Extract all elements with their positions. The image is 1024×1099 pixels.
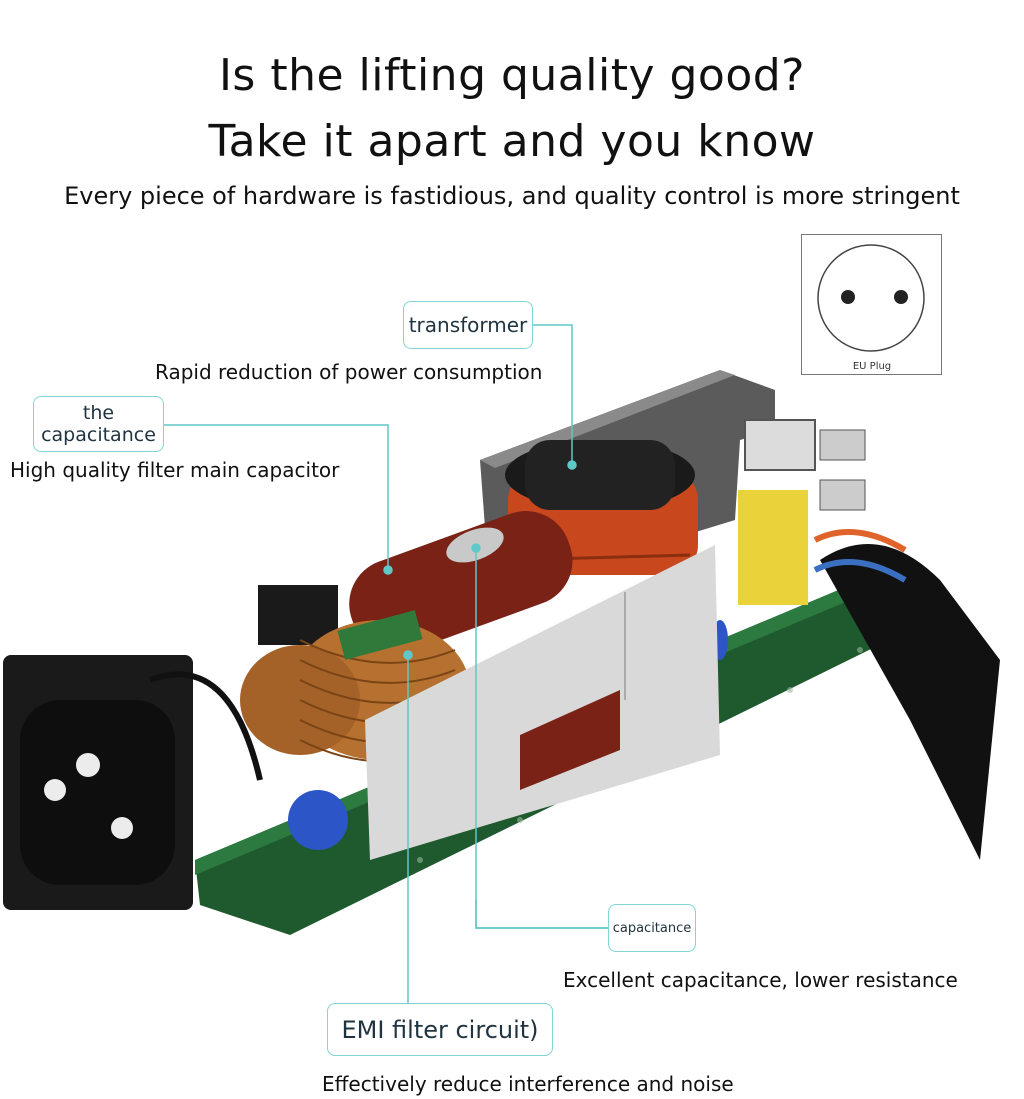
emi-filter-description: Effectively reduce interference and nois… [322,1072,734,1096]
callout-emi-filter-label: EMI filter circuit) [341,1015,539,1044]
main-capacitance-description: High quality filter main capacitor [10,458,340,482]
callout-capacitance: capacitance [608,904,696,952]
capacitance-description: Excellent capacitance, lower resistance [563,968,958,992]
callout-transformer: transformer [403,301,533,349]
yellow-component [738,490,808,605]
silver-shield [365,545,720,860]
callout-capacitance-label: capacitance [612,920,692,936]
callout-main-capacitance-label: the capacitance [41,402,156,446]
headline-line-2: Take it apart and you know [208,116,816,167]
output-port-1 [819,429,866,461]
eu-plug-box: EU Plug [801,234,942,375]
transformer-description: Rapid reduction of power consumption [155,360,543,384]
headline-line-1: Is the lifting quality good? [218,50,806,101]
eu-plug-label: EU Plug [853,361,891,372]
subheadline: Every piece of hardware is fastidious, a… [64,182,960,210]
callout-emi-filter: EMI filter circuit) [327,1003,553,1056]
leader-lines [164,324,608,950]
charger-internals-illustration [3,324,1000,950]
eu-plug-icon: EU Plug [817,244,925,372]
ac-inlet-socket [3,655,263,910]
callout-main-capacitance: the capacitance [33,396,164,452]
output-cable [813,529,1000,860]
callout-transformer-label: transformer [408,313,528,337]
output-port-2 [819,479,866,511]
blue-y-capacitor-1 [288,790,348,850]
transformer-part [505,440,698,575]
